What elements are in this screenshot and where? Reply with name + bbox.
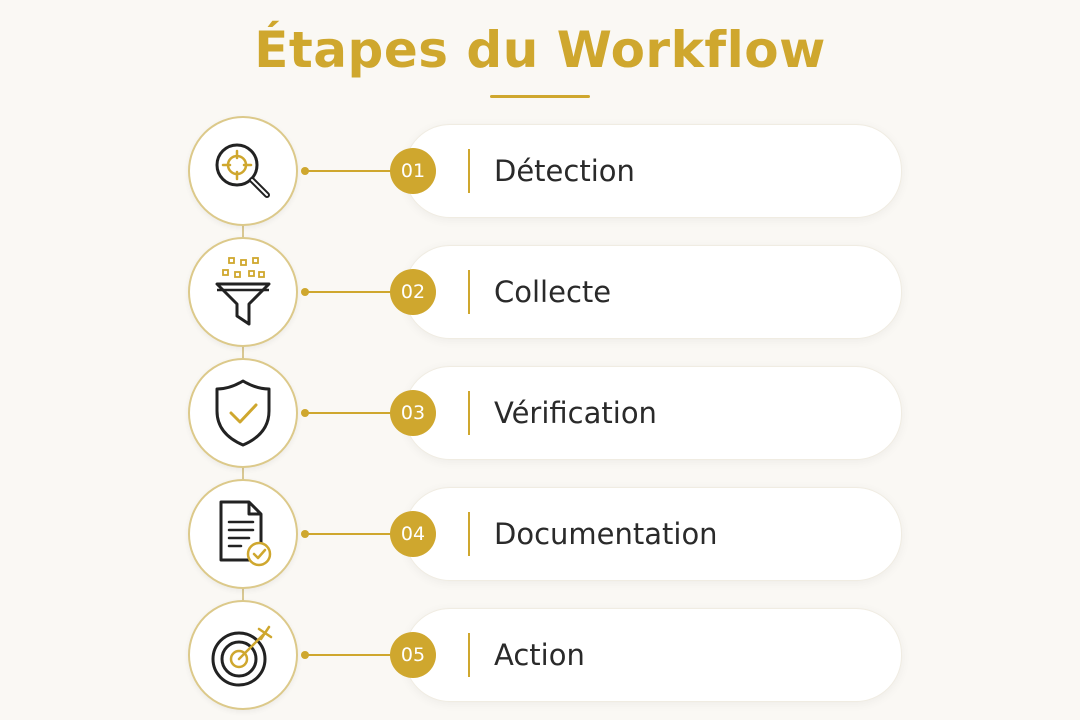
step-label: Vérification (494, 396, 657, 430)
step-connector (304, 170, 394, 172)
funnel-icon (188, 237, 298, 347)
step-divider (468, 633, 470, 677)
connector-dot (301, 167, 309, 175)
step-label: Détection (494, 154, 635, 188)
shield-check-icon (188, 358, 298, 468)
workflow-step-5: 05 Action (0, 600, 1080, 710)
step-number-badge: 01 (390, 148, 436, 194)
step-card (404, 608, 902, 702)
connector-dot (301, 651, 309, 659)
step-number-badge: 05 (390, 632, 436, 678)
step-card (404, 124, 902, 218)
step-connector (304, 654, 394, 656)
step-card (404, 487, 902, 581)
step-divider (468, 149, 470, 193)
step-divider (468, 391, 470, 435)
workflow-step-2: 02 Collecte (0, 237, 1080, 347)
connector-dot (301, 288, 309, 296)
step-label: Action (494, 638, 585, 672)
step-divider (468, 512, 470, 556)
title-underline (490, 95, 590, 98)
step-divider (468, 270, 470, 314)
page-title: Étapes du Workflow (254, 21, 826, 79)
step-number-badge: 02 (390, 269, 436, 315)
step-number-badge: 03 (390, 390, 436, 436)
workflow-step-4: 04 Documentation (0, 479, 1080, 589)
step-connector (304, 412, 394, 414)
step-card (404, 245, 902, 339)
step-label: Collecte (494, 275, 612, 309)
workflow-step-1: 01 Détection (0, 116, 1080, 226)
step-label: Documentation (494, 517, 718, 551)
document-check-icon (188, 479, 298, 589)
step-connector (304, 291, 394, 293)
connector-dot (301, 530, 309, 538)
target-arrow-icon (188, 600, 298, 710)
connector-dot (301, 409, 309, 417)
step-connector (304, 533, 394, 535)
workflow-step-3: 03 Vérification (0, 358, 1080, 468)
step-number-badge: 04 (390, 511, 436, 557)
magnifier-target-icon (188, 116, 298, 226)
step-card (404, 366, 902, 460)
